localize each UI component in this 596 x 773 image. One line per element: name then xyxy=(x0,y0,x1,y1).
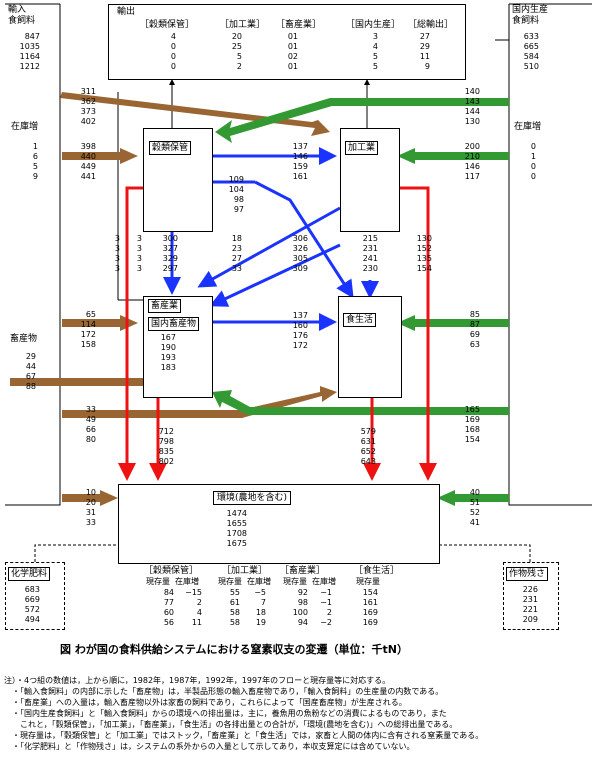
figure-caption: 図 わが国の食料供給システムにおける窒素収支の変遷（単位：千tN） xyxy=(60,643,408,656)
processing-label: 加工業 xyxy=(345,141,379,155)
note-line: ・「畜産業」への入量は，輸入畜産物以外は家畜の飼料であり，これらによって「国産畜… xyxy=(4,698,407,707)
stock-header-processing: ［加工業］ xyxy=(222,566,268,576)
note-line: ・「化学肥料」と「作物残さ」は，システムの系外からの入量として示してあり，本収支… xyxy=(4,742,415,751)
stock-increase-right-label: 在庫増 xyxy=(514,122,542,132)
import-feed-label: 輸入食飼料 xyxy=(8,5,36,26)
domestic-feed-label: 国内生産食飼料 xyxy=(512,5,549,26)
grain-storage-box: 穀類保管 xyxy=(143,128,213,232)
grain-storage-label: 穀類保管 xyxy=(149,141,192,155)
food-box: 食生活 xyxy=(338,296,402,398)
stock-sub-4: 現存量 xyxy=(283,577,307,586)
export-header-livestock: ［畜産業］ xyxy=(276,20,322,30)
export-box: 輸出 xyxy=(108,4,466,80)
stock-sub-2: 現存量 xyxy=(218,577,242,586)
livestock-product-label: 畜産物 xyxy=(10,334,38,344)
stock-sub-1: 在庫増 xyxy=(175,577,199,586)
stock-header-food: ［食生活］ xyxy=(354,566,400,576)
export-header-grain: ［穀類保管］ xyxy=(140,20,195,30)
stock-sub-3: 在庫増 xyxy=(247,577,271,586)
livestock-label: 畜産業 xyxy=(148,299,182,313)
stock-sub-0: 現存量 xyxy=(146,577,170,586)
note-line: ・現存量は，「穀類保管」と「加工業」ではストック，「畜産業」と「食生活」では，家… xyxy=(4,731,484,740)
export-header-total: ［総輸出］ xyxy=(408,20,454,30)
environment-label: 環境(農地を含む) xyxy=(213,491,292,505)
stock-header-grain: ［穀類保管］ xyxy=(144,566,199,576)
note-line: ・「国内生産食飼料」と「輸入食飼料」からの環境への排出量は，主に，養魚用の魚粉な… xyxy=(4,709,447,718)
stock-increase-left: 在庫増 xyxy=(5,120,51,134)
fertilizer-label: 化学肥料 xyxy=(8,567,51,581)
export-header-processing: ［加工業］ xyxy=(220,20,266,30)
domestic-livestock-label: 国内畜産物 xyxy=(148,317,200,331)
stock-sub-5: 在庫増 xyxy=(312,577,336,586)
stock-sub-6: 現存量 xyxy=(356,577,380,586)
figure-notes: 注）・4つ組の数値は，上から順に，1982年，1987年，1992年，1997年… xyxy=(4,675,594,752)
processing-box: 加工業 xyxy=(340,128,400,232)
note-line: 注）・4つ組の数値は，上から順に，1982年，1987年，1992年，1997年… xyxy=(4,676,391,685)
food-label: 食生活 xyxy=(343,313,377,327)
stock-header-livestock: ［畜産業］ xyxy=(280,566,326,576)
note-line: これと，「穀類保管」，「加工業」，「畜産業」，「食生活」の各排出量との合計が，「… xyxy=(4,720,458,729)
export-label: 輸出 xyxy=(117,7,136,17)
export-header-domestic: ［国内生産］ xyxy=(346,20,401,30)
residue-label: 作物残さ xyxy=(506,567,549,581)
note-line: ・「輸入食飼料」の内部に示した「畜産物」は，半製品形態の輸入畜産物であり，「輸入… xyxy=(4,687,444,696)
